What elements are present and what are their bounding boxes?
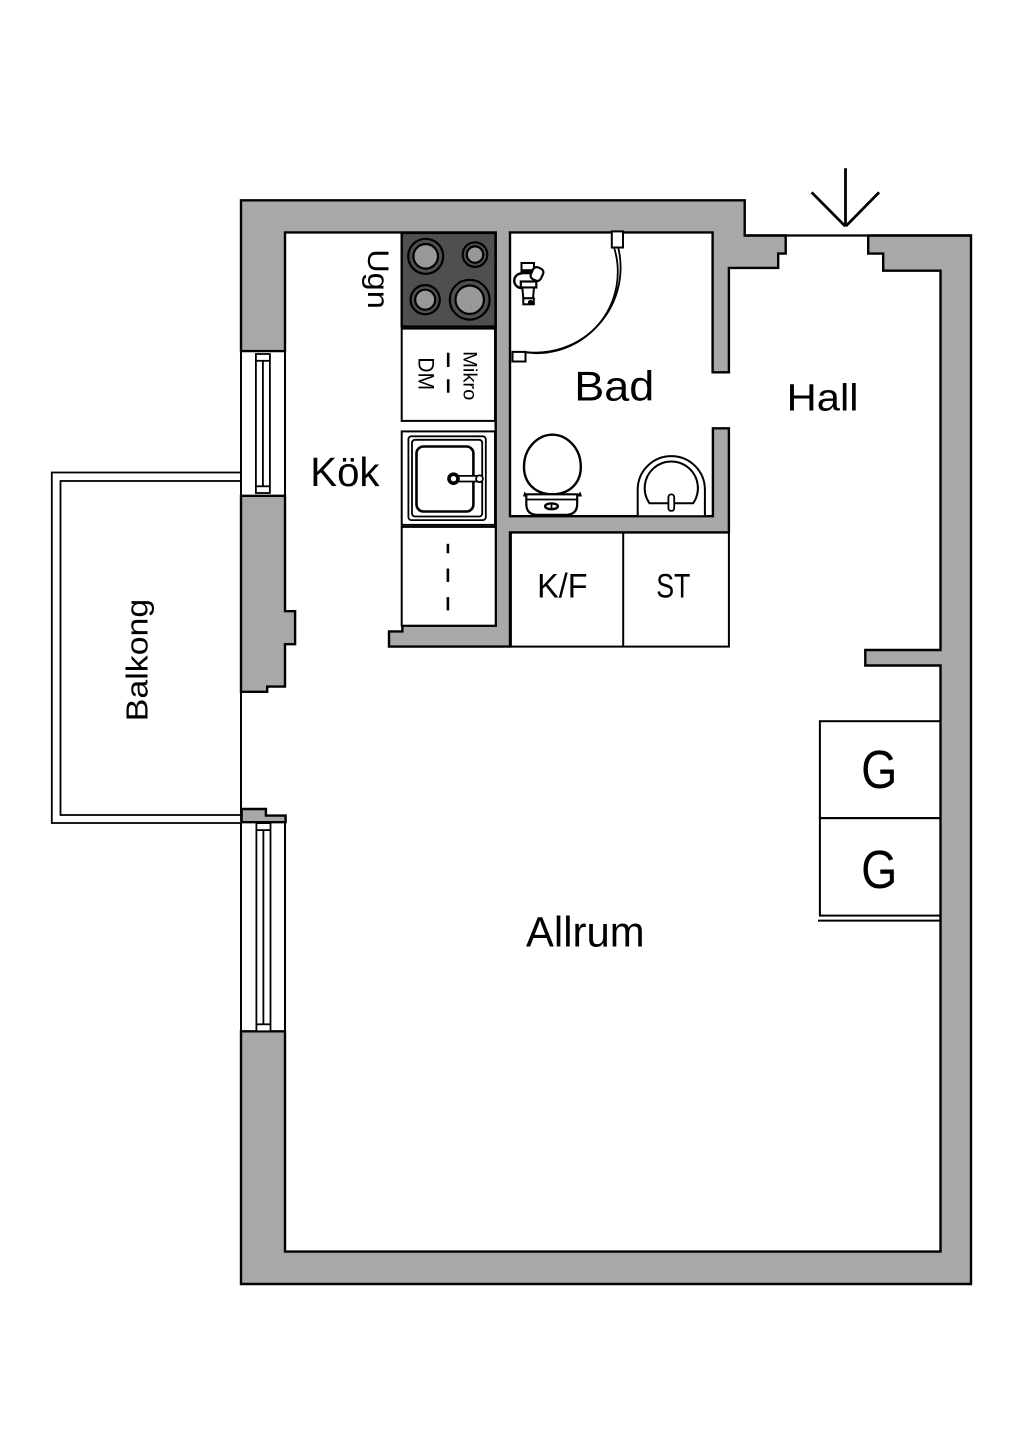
svg-text:Mikro: Mikro xyxy=(458,351,479,400)
svg-text:Bad: Bad xyxy=(574,363,654,410)
svg-text:Balkong: Balkong xyxy=(120,599,155,722)
svg-text:Hall: Hall xyxy=(787,378,859,420)
svg-text:Ugn: Ugn xyxy=(361,249,394,309)
svg-text:K/F: K/F xyxy=(537,568,587,606)
svg-text:G: G xyxy=(861,840,897,900)
svg-text:ST: ST xyxy=(656,567,690,605)
svg-text:G: G xyxy=(861,740,897,800)
svg-text:Kök: Kök xyxy=(310,449,380,495)
svg-text:DM: DM xyxy=(414,357,439,390)
svg-text:Allrum: Allrum xyxy=(526,909,645,957)
